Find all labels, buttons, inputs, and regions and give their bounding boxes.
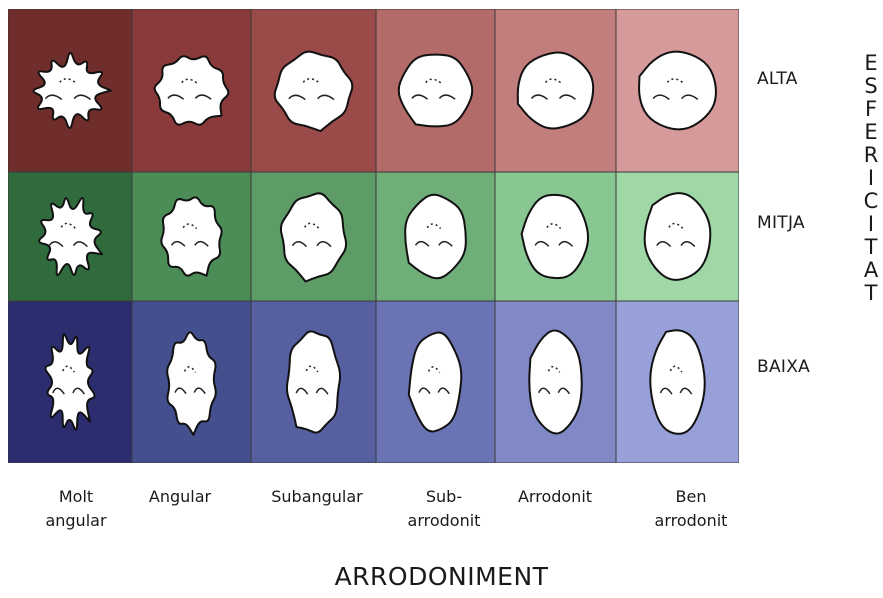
grain-mitja-5 (522, 195, 588, 278)
grain-alta-4 (399, 55, 472, 127)
grain-alta-6 (639, 52, 716, 130)
grid-svg (8, 9, 739, 463)
grain-alta-5 (518, 53, 593, 129)
col-label-sub-arrodonit: Sub- arrodonit (384, 485, 504, 533)
col-label-molt-angular: Molt angular (16, 485, 136, 533)
col-label-subangular: Subangular (257, 485, 377, 509)
col-label-ben-arrodonit: Ben arrodonit (631, 485, 751, 533)
grain-baixa-3 (287, 331, 340, 432)
sphericity-roundness-grid (8, 9, 739, 463)
row-label-alta: ALTA (757, 69, 798, 89)
col-label-arrodonit: Arrodonit (495, 485, 615, 509)
grain-baixa-1 (45, 334, 94, 429)
grain-mitja-6 (645, 193, 711, 280)
grain-baixa-5 (529, 330, 581, 433)
y-axis-title-text: E S F E R I C I T A T (859, 52, 883, 305)
grain-baixa-6 (650, 330, 704, 434)
row-label-mitja: MITJA (757, 213, 805, 233)
grain-mitja-4 (405, 195, 466, 278)
col-label-angular: Angular (120, 485, 240, 509)
x-axis-title: ARRODONIMENT (0, 562, 883, 591)
y-axis-title: E S F E R I C I T A T (859, 52, 883, 305)
row-label-baixa: BAIXA (757, 357, 810, 377)
